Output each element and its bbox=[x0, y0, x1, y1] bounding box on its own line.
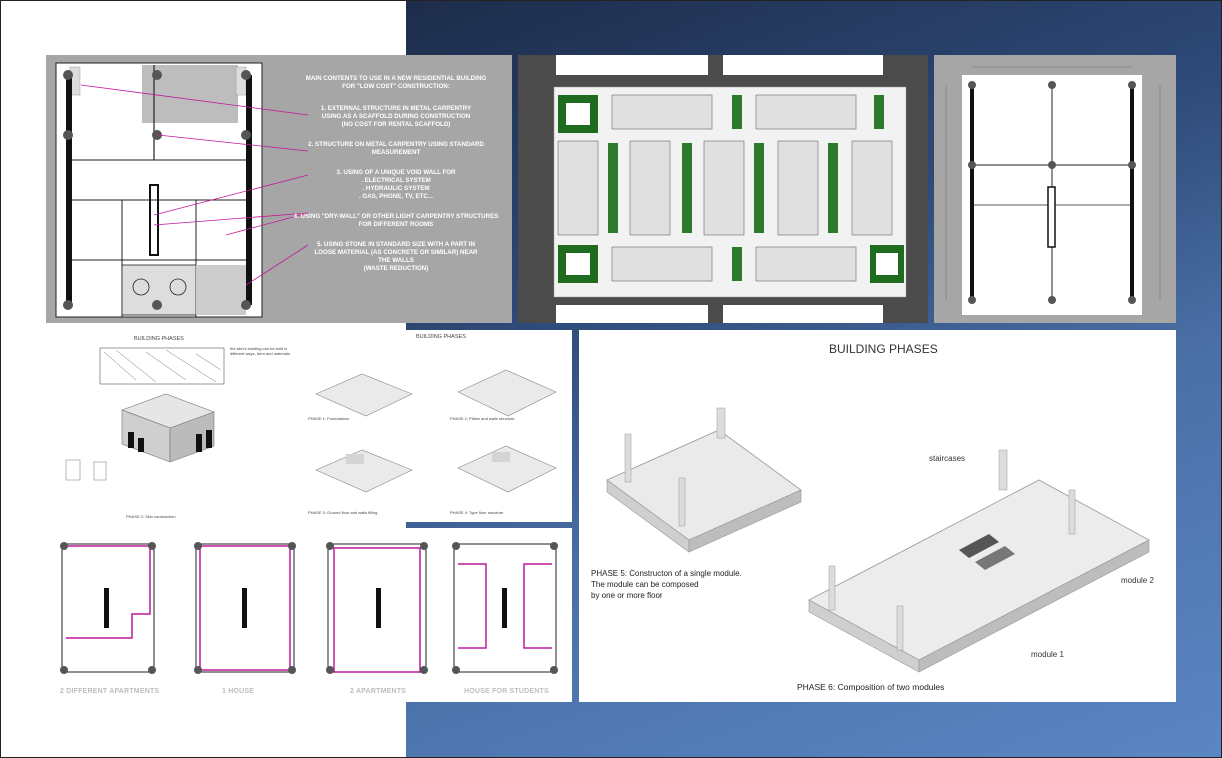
dimensioned-plan-panel: LOBBY LIVING FOR VISITORS WC LUNCH COOKI… bbox=[934, 55, 1176, 323]
label-wc-2: WC bbox=[1057, 237, 1067, 243]
label-laundry: LAUNDRY bbox=[1054, 253, 1083, 259]
contents-item-1: 1. EXTERNAL STRUCTURE IN METAL CARPENTRY… bbox=[320, 105, 472, 128]
building-phases-big-panel: BUILDING PHASES staircases PHASE 5: Cons… bbox=[579, 330, 1176, 702]
phases-big-title: BUILDING PHASES bbox=[829, 342, 938, 356]
contents-heading: MAIN CONTENTS TO USE IN A NEW RESIDENTIA… bbox=[305, 75, 487, 90]
label-cooking: COOKING bbox=[1084, 199, 1113, 205]
phase-6-caption: PHASE 6: Composition of two modules bbox=[797, 682, 945, 692]
annotated-floorplan bbox=[55, 62, 309, 318]
phase-4-caption: PHASE 4: Type floor structure bbox=[450, 510, 504, 515]
building-phases-small-panel: BUILDING PHASES BUILDING PHASES the skin… bbox=[46, 330, 572, 522]
plan-label-3: 2 APARTMENTS bbox=[350, 688, 407, 695]
plan-label-2: 1 HOUSE bbox=[222, 688, 255, 695]
layout-variants-drawings bbox=[60, 542, 558, 674]
phases-drawings bbox=[65, 347, 557, 493]
contents-item-4: 4. USING "DRY-WALL" OR OTHER LIGHT CARPE… bbox=[293, 213, 499, 228]
dimensioned-floorplan bbox=[945, 66, 1161, 315]
contents-item-2: 2. STRUCTURE ON METAL CARPENTRY USING ST… bbox=[308, 141, 484, 156]
plan-label-1: 2 DIFFERENT APARTMENTS bbox=[60, 688, 160, 695]
label-room-2: ROOM bbox=[1096, 259, 1115, 265]
plan-label-4: HOUSE FOR STUDENTS bbox=[464, 688, 549, 695]
contents-item-3: 3. USING OF A UNIQUE VOID WALL FOR . ELE… bbox=[336, 169, 456, 200]
phase-3-caption: PHASE 3: Ground floor and walls filling bbox=[308, 510, 378, 515]
label-main-room: MAIN ROOM bbox=[1084, 291, 1120, 297]
label-lobby-2: LOBBY bbox=[1060, 277, 1077, 283]
label-module-2: module 2 bbox=[1121, 576, 1154, 585]
site-plan bbox=[518, 55, 928, 323]
phases-title-left: BUILDING PHASES bbox=[134, 336, 184, 342]
label-living: LIVING FOR VISITORS bbox=[1064, 115, 1099, 127]
label-wc-1: WC bbox=[1057, 177, 1067, 183]
contents-item-5: 5. USING STONE IN STANDARD SIZE WITH A P… bbox=[314, 241, 478, 272]
skin-caption: PHASE 0: Skin construction bbox=[126, 514, 176, 519]
label-module-1: module 1 bbox=[1031, 650, 1064, 659]
site-plan-panel bbox=[518, 55, 928, 323]
construction-notes-panel: MAIN CONTENTS TO USE IN A NEW RESIDENTIA… bbox=[46, 55, 512, 323]
label-room-1: ROOM bbox=[1096, 227, 1115, 233]
label-lobby: LOBBY bbox=[1104, 103, 1125, 109]
phases-title-right: BUILDING PHASES bbox=[416, 334, 466, 340]
contents-list: MAIN CONTENTS TO USE IN A NEW RESIDENTIA… bbox=[286, 75, 506, 285]
label-staircases: staircases bbox=[929, 454, 966, 463]
label-lunch: LUNCH bbox=[1084, 181, 1105, 187]
modules-drawing bbox=[606, 407, 1150, 673]
phase-2-caption: PHASE 2: Pillars and walls structure bbox=[450, 416, 515, 421]
skin-note: the skin's building can be built in diff… bbox=[230, 346, 290, 356]
phase-5-caption: PHASE 5: Constructon of a single module.… bbox=[591, 569, 742, 600]
layout-variants-panel: 2 DIFFERENT APARTMENTS 1 HOUSE 2 APARTME… bbox=[46, 528, 572, 702]
phase-1-caption: PHASE 1: Foundations bbox=[308, 416, 350, 421]
